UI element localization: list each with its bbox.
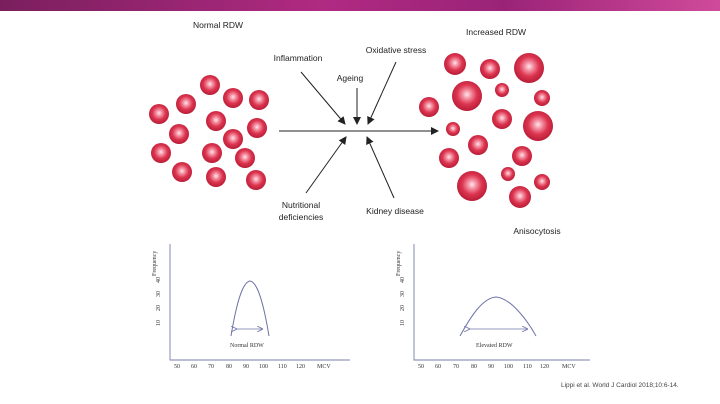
red-blood-cell bbox=[523, 111, 553, 141]
red-blood-cell bbox=[468, 135, 488, 155]
normal-chart-axes bbox=[169, 244, 350, 361]
normal-ytick-40: 40 bbox=[156, 277, 162, 283]
red-blood-cell bbox=[446, 122, 460, 136]
red-blood-cell bbox=[457, 171, 487, 201]
normal-rdw-title: Normal RDW bbox=[192, 20, 244, 30]
oxidative-arrow bbox=[367, 61, 397, 125]
inflammation-label: Inflammation bbox=[273, 53, 323, 63]
red-blood-cell bbox=[512, 146, 532, 166]
normal-cells bbox=[149, 75, 269, 190]
red-blood-cell bbox=[206, 111, 226, 131]
elevated-xtick-110: 110 bbox=[523, 364, 532, 370]
elevated-xtick-80: 80 bbox=[471, 364, 477, 370]
red-blood-cell bbox=[169, 124, 189, 144]
kidney-disease-label: Kidney disease bbox=[366, 206, 424, 216]
normal-xtick-70: 70 bbox=[208, 364, 214, 370]
red-blood-cell bbox=[495, 83, 509, 97]
red-blood-cell bbox=[202, 143, 222, 163]
elevated-rdw-chart bbox=[413, 244, 590, 361]
citation: Lippi et al. World J Cardiol 2018;10:6-1… bbox=[561, 382, 679, 389]
anisocytosis-label: Anisocytosis bbox=[513, 226, 561, 236]
elevated-rdw-curve bbox=[459, 296, 537, 337]
red-blood-cell bbox=[452, 81, 482, 111]
red-blood-cell bbox=[444, 53, 466, 75]
nutritional-arrow bbox=[305, 136, 347, 194]
red-blood-cell bbox=[149, 104, 169, 124]
red-blood-cell bbox=[223, 88, 243, 108]
elevated-xtick-60: 60 bbox=[435, 364, 441, 370]
elevated-xtick-120: 120 bbox=[540, 364, 549, 370]
oxidative-stress-label: Oxidative stress bbox=[365, 45, 427, 55]
red-blood-cell bbox=[439, 148, 459, 168]
elevated-xtick-90: 90 bbox=[488, 364, 494, 370]
red-blood-cell bbox=[151, 143, 171, 163]
red-blood-cell bbox=[514, 53, 544, 83]
normal-xtick-80: 80 bbox=[226, 364, 232, 370]
red-blood-cell bbox=[480, 59, 500, 79]
normal-xtick-100: 100 bbox=[259, 364, 268, 370]
elevated-chart-xlabel: MCV bbox=[562, 364, 576, 370]
kidney-arrow bbox=[366, 136, 395, 199]
elevated-chart-ylabel: Frequency bbox=[396, 250, 402, 276]
elevated-chart-axes bbox=[413, 244, 590, 361]
normal-rdw-curve-label: Normal RDW bbox=[230, 343, 264, 349]
elevated-ytick-20: 20 bbox=[400, 305, 406, 311]
normal-xtick-50: 50 bbox=[174, 364, 180, 370]
elevated-ytick-10: 10 bbox=[400, 320, 406, 326]
red-blood-cell bbox=[534, 174, 550, 190]
red-blood-cell bbox=[223, 129, 243, 149]
normal-xtick-120: 120 bbox=[296, 364, 305, 370]
normal-chart-xlabel: MCV bbox=[317, 364, 331, 370]
red-blood-cell bbox=[235, 148, 255, 168]
red-blood-cell bbox=[247, 118, 267, 138]
normal-xtick-60: 60 bbox=[191, 364, 197, 370]
nutritional-label-line1: Nutritional bbox=[281, 200, 321, 210]
red-blood-cell bbox=[200, 75, 220, 95]
red-blood-cell bbox=[501, 167, 515, 181]
inflammation-arrow bbox=[300, 71, 346, 125]
increased-cells bbox=[419, 53, 553, 208]
header-bar bbox=[0, 0, 720, 11]
normal-chart-ylabel: Frequency bbox=[152, 250, 158, 276]
normal-ytick-20: 20 bbox=[156, 305, 162, 311]
normal-xtick-110: 110 bbox=[278, 364, 287, 370]
elevated-ytick-40: 40 bbox=[400, 277, 406, 283]
red-blood-cell bbox=[176, 94, 196, 114]
red-blood-cell bbox=[172, 162, 192, 182]
normal-ytick-10: 10 bbox=[156, 320, 162, 326]
normal-rdw-curve bbox=[230, 280, 270, 337]
elevated-xtick-50: 50 bbox=[418, 364, 424, 370]
nutritional-label-line2: deficiencies bbox=[278, 212, 324, 222]
red-blood-cell bbox=[206, 167, 226, 187]
red-blood-cell bbox=[249, 90, 269, 110]
elevated-xtick-70: 70 bbox=[453, 364, 459, 370]
red-blood-cell bbox=[492, 109, 512, 129]
elevated-xtick-100: 100 bbox=[504, 364, 513, 370]
elevated-ytick-30: 30 bbox=[400, 291, 406, 297]
red-blood-cell bbox=[246, 170, 266, 190]
red-blood-cell bbox=[534, 90, 550, 106]
red-blood-cell bbox=[419, 97, 439, 117]
ageing-label: Ageing bbox=[336, 73, 364, 83]
normal-ytick-30: 30 bbox=[156, 291, 162, 297]
increased-rdw-title: Increased RDW bbox=[466, 27, 526, 37]
red-blood-cell bbox=[509, 186, 531, 208]
elevated-rdw-curve-label: Elevated RDW bbox=[476, 343, 513, 349]
normal-xtick-90: 90 bbox=[243, 364, 249, 370]
normal-rdw-chart bbox=[169, 244, 350, 361]
